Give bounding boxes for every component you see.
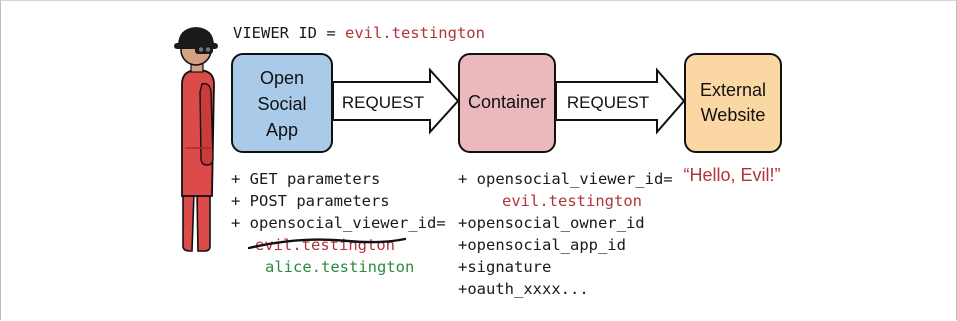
strikethrough-line [247, 237, 407, 250]
container-param-oauth: +oauth_xxxx... [458, 280, 589, 298]
request-label-left: REQUEST [342, 93, 424, 112]
viewer-id-value: evil.testington [345, 24, 485, 42]
evil-hacker-figure-icon [174, 27, 218, 252]
container-param-app-id: +opensocial_app_id [458, 236, 626, 254]
container-param-owner-id: +opensocial_owner_id [458, 214, 645, 232]
opensocial-app-line1: Open [260, 68, 304, 88]
request-label-right: REQUEST [567, 93, 649, 112]
container-viewer-value: evil.testington [502, 192, 642, 210]
external-website-box [684, 53, 782, 153]
request-arrow-icon [332, 67, 460, 135]
replacement-viewer-value: alice.testington [265, 258, 414, 276]
external-website-line2: Website [701, 105, 766, 125]
opensocial-app-line2: Social [257, 94, 306, 114]
opensocial-app-line3: App [266, 120, 298, 140]
request-arrow-icon [555, 67, 686, 135]
viewer-id-label: VIEWER ID = evil.testington [233, 24, 485, 42]
param-viewer-id: + opensocial_viewer_id= [231, 214, 446, 232]
param-get: + GET parameters [231, 170, 380, 188]
container-param-viewer-id: + opensocial_viewer_id= [458, 170, 673, 188]
container-label: Container [468, 92, 546, 112]
param-post: + POST parameters [231, 192, 390, 210]
external-website-line1: External [700, 80, 766, 100]
container-param-signature: +signature [458, 258, 551, 276]
hello-evil-response: “Hello, Evil!” [683, 165, 780, 185]
